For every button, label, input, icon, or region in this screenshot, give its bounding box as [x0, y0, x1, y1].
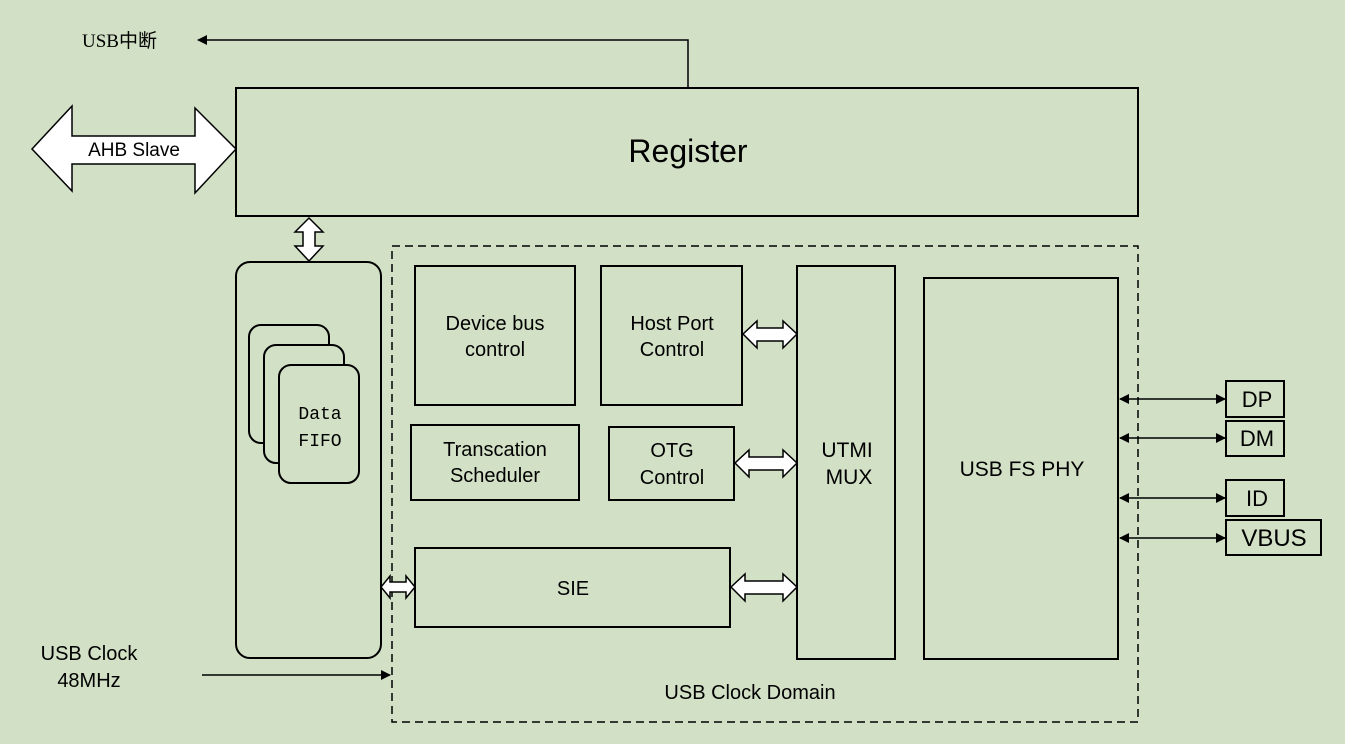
fifo-container-box [235, 261, 382, 659]
host-port-label-line1: Host Port [630, 313, 714, 335]
otg-control-block: OTG Control [608, 426, 735, 501]
usb-clock-domain-label: USB Clock Domain [664, 682, 835, 704]
transcation-scheduler-box [410, 424, 580, 501]
sie-block: SIE [414, 547, 731, 628]
usb-clock-input: USB Clock 48MHz [41, 643, 391, 692]
register-block: Register [235, 87, 1139, 217]
vbus-pin-label: VBUS [1241, 525, 1306, 552]
fifo-sie-double-arrow [380, 573, 416, 601]
data-fifo-label-line2: FIFO [298, 432, 341, 452]
device-bus-control-box [414, 265, 576, 406]
sie-utmi-double-arrow [729, 572, 799, 603]
dp-pin-label: DP [1242, 387, 1273, 412]
ahb-slave-bus: AHB Slave [30, 104, 238, 195]
phy-pins: DP DM ID VBUS [1119, 380, 1322, 556]
utmi-label-line2: MUX [826, 466, 873, 489]
otg-utmi-double-arrow [733, 448, 799, 479]
usb-clock-label-line2: 48MHz [57, 670, 120, 692]
dm-pin-box [1225, 420, 1285, 457]
usb-fs-phy-box [923, 277, 1119, 660]
dp-pin-box [1225, 380, 1285, 418]
sie-label: SIE [557, 578, 589, 600]
fifo-stack-layer-3 [278, 364, 360, 484]
otg-label-line2: Control [640, 467, 704, 489]
utmi-mux-box [796, 265, 896, 660]
ahb-slave-label: AHB Slave [88, 140, 180, 161]
data-fifo-label-line1: Data [298, 405, 341, 425]
usb-fs-phy-block: USB FS PHY [923, 277, 1119, 660]
register-fifo-double-arrow [293, 216, 325, 263]
utmi-mux-block: UTMI MUX [796, 265, 896, 660]
device-bus-control-block: Device bus control [414, 265, 576, 406]
usb-clock-domain: USB Clock Domain [391, 245, 1139, 723]
host-port-utmi-double-arrow [741, 319, 799, 350]
vbus-pin-box [1225, 519, 1322, 556]
transcation-scheduler-block: Transcation Scheduler [410, 424, 580, 501]
register-box [235, 87, 1139, 217]
id-pin-label: ID [1246, 486, 1268, 511]
usb-clock-label-line1: USB Clock [41, 643, 139, 665]
usb-interrupt-label: USB中断 [82, 30, 157, 52]
usb-fs-phy-label: USB FS PHY [960, 458, 1085, 481]
usb-interrupt-arrow [197, 35, 689, 88]
usb-interrupt-signal: USB中断 [82, 30, 689, 88]
device-bus-label-line2: control [465, 339, 525, 361]
transcation-label-line1: Transcation [443, 439, 547, 461]
register-label: Register [628, 133, 748, 169]
otg-label-line1: OTG [650, 440, 693, 462]
utmi-label-line1: UTMI [821, 439, 872, 462]
otg-control-box [608, 426, 735, 501]
device-bus-label-line1: Device bus [446, 313, 545, 335]
data-fifo-block: Data FIFO [235, 261, 382, 659]
dm-pin-label: DM [1240, 426, 1274, 451]
host-port-label-line2: Control [640, 339, 704, 361]
transcation-label-line2: Scheduler [450, 465, 540, 487]
host-port-control-box [600, 265, 743, 406]
id-pin-box [1225, 479, 1285, 517]
host-port-control-block: Host Port Control [600, 265, 743, 406]
